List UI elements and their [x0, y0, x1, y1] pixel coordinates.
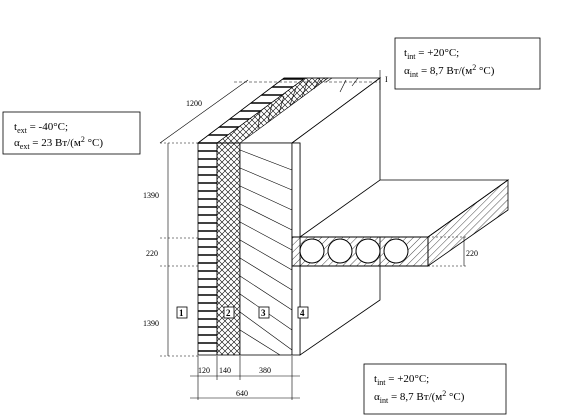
layer-labels: 1 2 3 4 [176, 306, 309, 319]
layer-number-1: 1 [179, 308, 184, 318]
outer-conditions-box: text = -40°C; αext = 23 Вт/(м2 °C) [2, 111, 141, 155]
section-marker: I [385, 75, 388, 84]
svg-text:tint = +20°C;: tint = +20°C; [374, 373, 429, 387]
concrete-layer [239, 142, 293, 356]
insulation-layer [216, 142, 241, 356]
svg-text:αint = 8,7 Вт/(м2 °C): αint = 8,7 Вт/(м2 °C) [374, 389, 465, 405]
insulation-dim: 140 [219, 366, 231, 375]
svg-text:text = -40°C;: text = -40°C; [14, 121, 68, 135]
layer-number-4: 4 [300, 308, 305, 318]
slab-zone-dim: 220 [146, 249, 158, 258]
depth-dim: 1200 [186, 99, 202, 108]
upper-height-dim: 1390 [143, 191, 159, 200]
slab-thickness-dim: 220 [466, 249, 478, 258]
total-dim: 640 [236, 389, 248, 398]
svg-text:αext = 23 Вт/(м2 °C): αext = 23 Вт/(м2 °C) [14, 135, 103, 151]
inner-conditions-top-box: tint = +20°C; αint = 8,7 Вт/(м2 °C) [394, 37, 541, 90]
floor-slab [291, 179, 510, 267]
brick-dim: 120 [198, 366, 210, 375]
svg-text:tint = +20°C;: tint = +20°C; [404, 47, 459, 61]
layer-number-2: 2 [226, 308, 231, 318]
layer-number-3: 3 [261, 308, 266, 318]
dimension-lines [159, 70, 468, 400]
hollow-core [299, 238, 409, 264]
inner-conditions-bottom-box: tint = +20°C; αint = 8,7 Вт/(м2 °C) [363, 363, 507, 415]
svg-text:αint = 8,7 Вт/(м2 °C): αint = 8,7 Вт/(м2 °C) [404, 63, 495, 79]
lower-height-dim: 1390 [143, 319, 159, 328]
concrete-dim: 380 [259, 366, 271, 375]
brick-layer [197, 142, 218, 356]
